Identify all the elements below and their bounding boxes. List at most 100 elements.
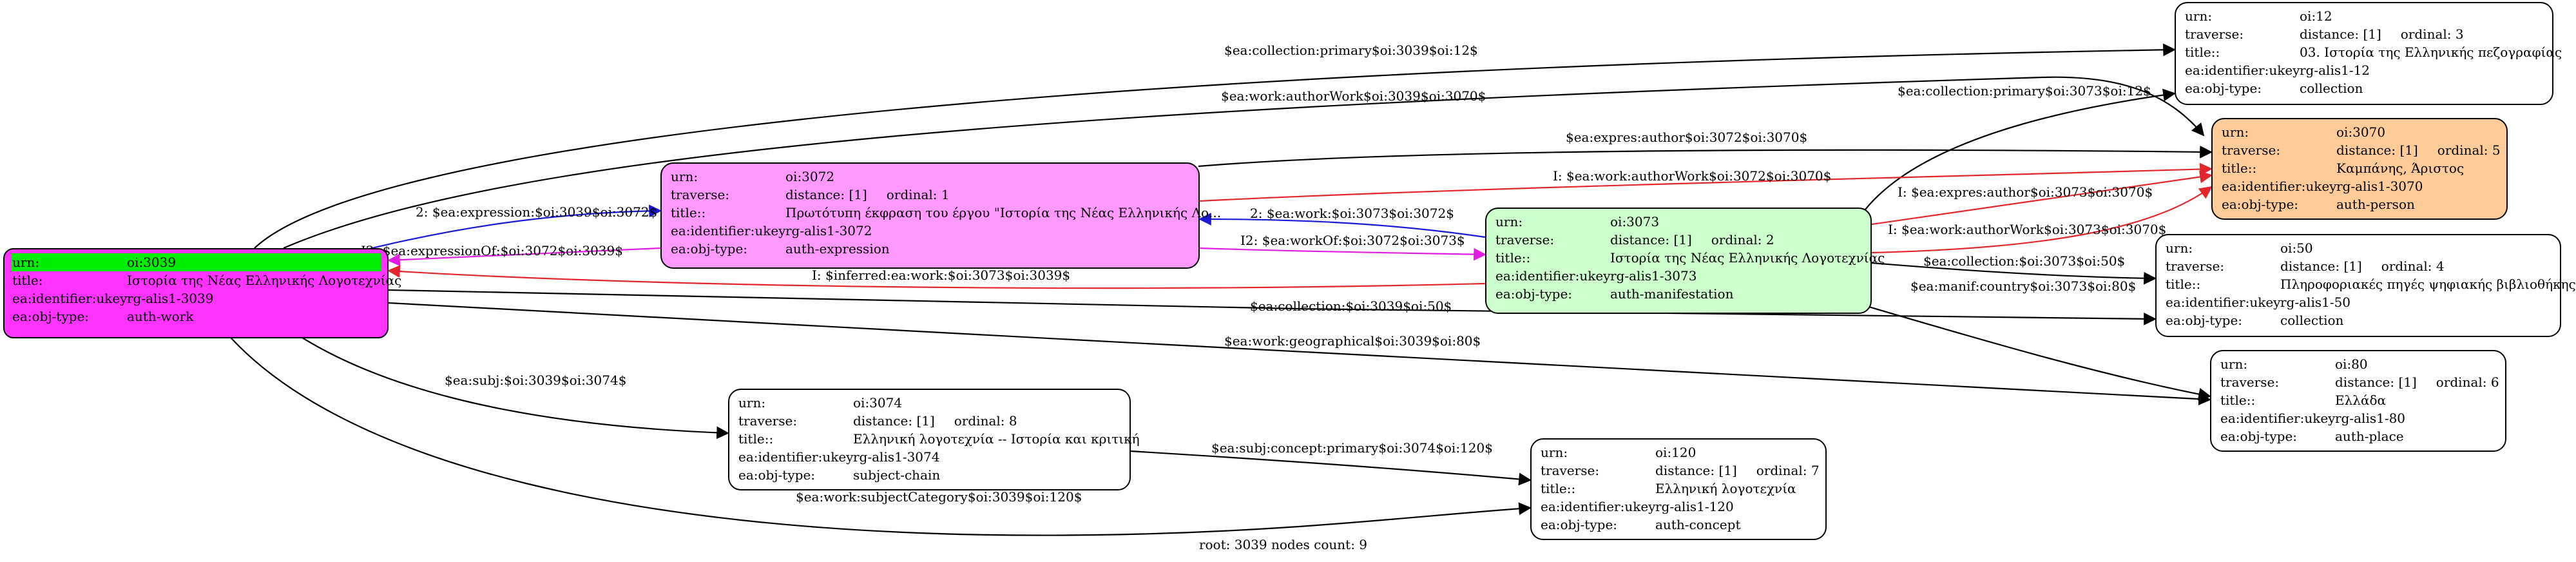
edge-label: $ea:expres:author$oi:3072$oi:3070$ bbox=[1566, 130, 1807, 145]
node-distance: distance: [1] bbox=[2300, 26, 2381, 42]
node-type: collection bbox=[2280, 313, 2344, 328]
field-key: urn: bbox=[12, 255, 40, 270]
node-oi-3074[interactable]: urn:oi:3074 traverse:distance: [1]ordina… bbox=[728, 389, 1140, 490]
field-key: ea:identifier:ukey bbox=[2222, 179, 2337, 194]
node-ukey: rg-alis1-80 bbox=[2335, 411, 2406, 426]
edge-3039-120 bbox=[212, 315, 1532, 536]
field-key: ea:identifier:ukey bbox=[1541, 499, 1656, 514]
node-type: auth-work bbox=[127, 309, 194, 324]
node-urn: oi:3074 bbox=[853, 395, 903, 411]
edge-label: I: $ea:work:authorWork$oi:3072$oi:3070$ bbox=[1553, 168, 1831, 184]
node-title: Καμπάνης, Άριστος bbox=[2336, 160, 2465, 176]
edge-label: $ea:manif:country$oi:3073$oi:80$ bbox=[1910, 278, 2136, 294]
field-key: ea:obj-type: bbox=[2185, 81, 2262, 96]
field-key: traverse: bbox=[738, 413, 798, 429]
node-urn: oi:3073 bbox=[1610, 214, 1660, 229]
field-key: ea:identifier:ukey bbox=[2220, 411, 2336, 426]
edge-label: $ea:subj:concept:primary$oi:3074$oi:120$ bbox=[1211, 440, 1493, 456]
field-key: ea:identifier:ukey bbox=[12, 291, 128, 306]
edge-3074-120 bbox=[1130, 450, 1532, 486]
field-key: traverse: bbox=[1541, 463, 1600, 478]
node-distance: distance: [1] bbox=[2336, 142, 2418, 158]
edge-label: $ea:collection:$oi:3039$oi:50$ bbox=[1250, 298, 1452, 314]
field-key: ea:obj-type: bbox=[12, 309, 90, 324]
edge-label: I2: $ea:workOf:$oi:3072$oi:3073$ bbox=[1240, 233, 1465, 248]
field-key: title:: bbox=[1495, 250, 1531, 266]
node-ordinal: ordinal: 3 bbox=[2400, 26, 2464, 42]
node-header: urn: oi:3039 bbox=[11, 253, 381, 271]
edge-label: $ea:collection:primary$oi:3073$oi:12$ bbox=[1898, 83, 2151, 99]
node-ukey: rg-alis1-12 bbox=[2300, 63, 2370, 78]
field-key: ea:obj-type: bbox=[1495, 286, 1573, 302]
node-urn: oi:120 bbox=[1655, 445, 1697, 460]
field-key: urn: bbox=[2222, 124, 2249, 140]
field-key: title:: bbox=[2166, 276, 2201, 292]
field-key: ea:obj-type: bbox=[1541, 517, 1618, 532]
node-urn: oi:50 bbox=[2280, 240, 2313, 256]
edge-3072-3070-inferred bbox=[1198, 162, 2213, 202]
edge-label: $ea:work:subjectCategory$oi:3039$oi:120$ bbox=[796, 489, 1082, 505]
node-type: auth-expression bbox=[785, 241, 890, 257]
field-key: urn: bbox=[1541, 445, 1568, 460]
field-key: traverse: bbox=[2185, 26, 2244, 42]
field-key: ea:identifier:ukey bbox=[1495, 268, 1611, 284]
edge-3039-80 bbox=[388, 302, 2211, 405]
edge-3073-50 bbox=[1871, 262, 2157, 285]
node-oi-12[interactable]: urn:oi:12 traverse:distance: [1]ordinal:… bbox=[2175, 2, 2562, 105]
edge-3073-3072 bbox=[1198, 213, 1486, 238]
node-title: Ελληνική λογοτεχνία -- Ιστορία και κριτι… bbox=[853, 431, 1140, 447]
node-urn: oi:12 bbox=[2300, 8, 2332, 24]
node-distance: distance: [1] bbox=[1610, 232, 1692, 247]
edge-3039-3070-authorwork bbox=[283, 76, 2205, 249]
node-ordinal: ordinal: 8 bbox=[954, 413, 1017, 429]
edge-3072-3070-expres bbox=[1198, 145, 2213, 168]
node-ukey: rg-alis1-3073 bbox=[1610, 268, 1697, 284]
field-key: ea:obj-type: bbox=[738, 467, 816, 483]
field-key: title:: bbox=[2222, 160, 2257, 176]
node-title: Ελληνική λογοτεχνία bbox=[1655, 481, 1796, 496]
edge-label: $ea:subj:$oi:3039$oi:3074$ bbox=[445, 373, 626, 388]
field-key: ea:identifier:ukey bbox=[738, 449, 854, 465]
field-key: traverse: bbox=[2166, 258, 2225, 274]
node-type: auth-manifestation bbox=[1610, 286, 1734, 302]
edge-label: $ea:work:geographical$oi:3039$oi:80$ bbox=[1224, 333, 1481, 349]
edge-3073-3070-expres bbox=[1871, 170, 2213, 226]
node-oi-3073[interactable]: urn:oi:3073 traverse:distance: [1]ordina… bbox=[1485, 208, 1885, 314]
edge-label: $ea:collection:$oi:3073$oi:50$ bbox=[1923, 253, 2125, 269]
field-key: traverse: bbox=[2220, 374, 2280, 390]
node-oi-3072[interactable]: urn:oi:3072 traverse:distance: [1]ordina… bbox=[660, 162, 1221, 269]
node-distance: distance: [1] bbox=[2335, 374, 2417, 390]
field-key: urn: bbox=[738, 395, 766, 411]
field-key: ea:obj-type: bbox=[2222, 197, 2299, 212]
edge-3073-12 bbox=[1865, 88, 2176, 210]
node-oi-80[interactable]: urn:oi:80 traverse:distance: [1]ordinal:… bbox=[2210, 350, 2506, 452]
field-key: ea:identifier:ukey bbox=[2166, 295, 2281, 310]
node-title: Πρωτότυπη έκφραση του έργου "Ιστορία της… bbox=[785, 205, 1222, 220]
node-ordinal: ordinal: 1 bbox=[886, 187, 950, 202]
node-title: Ελλάδα bbox=[2335, 392, 2387, 408]
field-key: title:: bbox=[671, 205, 706, 220]
node-urn: oi:3070 bbox=[2336, 124, 2386, 140]
edge-3073-3070-authorwork bbox=[1871, 186, 2213, 254]
node-ukey: rg-alis1-3074 bbox=[853, 449, 940, 465]
field-key: ea:identifier:ukey bbox=[671, 223, 786, 238]
node-ukey: rg-alis1-3070 bbox=[2336, 179, 2423, 194]
node-type: auth-person bbox=[2336, 197, 2415, 212]
edge-label: I2: $ea:expressionOf:$oi:3072$oi:3039$ bbox=[361, 243, 623, 258]
node-ordinal: ordinal: 2 bbox=[1711, 232, 1774, 247]
edge-label: 2: $ea:expression:$oi:3039$oi:3072$ bbox=[416, 204, 657, 220]
node-type: auth-place bbox=[2335, 429, 2404, 444]
node-oi-3039[interactable]: urn: oi:3039 title:Ιστορία της Νέας Ελλη… bbox=[3, 248, 401, 338]
field-key: urn: bbox=[2220, 356, 2248, 372]
field-key: ea:obj-type: bbox=[2166, 313, 2243, 328]
edge-3072-3073 bbox=[1199, 247, 1486, 261]
field-key: title:: bbox=[1541, 481, 1576, 496]
node-oi-120[interactable]: urn:oi:120 traverse:distance: [1]ordinal… bbox=[1530, 438, 1827, 540]
node-oi-50[interactable]: urn:oi:50 traverse:distance: [1]ordinal:… bbox=[2155, 234, 2576, 337]
edge-3039-3072 bbox=[363, 204, 662, 251]
edge-3073-3039 bbox=[387, 265, 1486, 289]
node-oi-3070[interactable]: urn:oi:3070 traverse:distance: [1]ordina… bbox=[2211, 118, 2508, 220]
node-ukey: rg-alis1-120 bbox=[1655, 499, 1734, 514]
field-key: title:: bbox=[2185, 44, 2220, 60]
